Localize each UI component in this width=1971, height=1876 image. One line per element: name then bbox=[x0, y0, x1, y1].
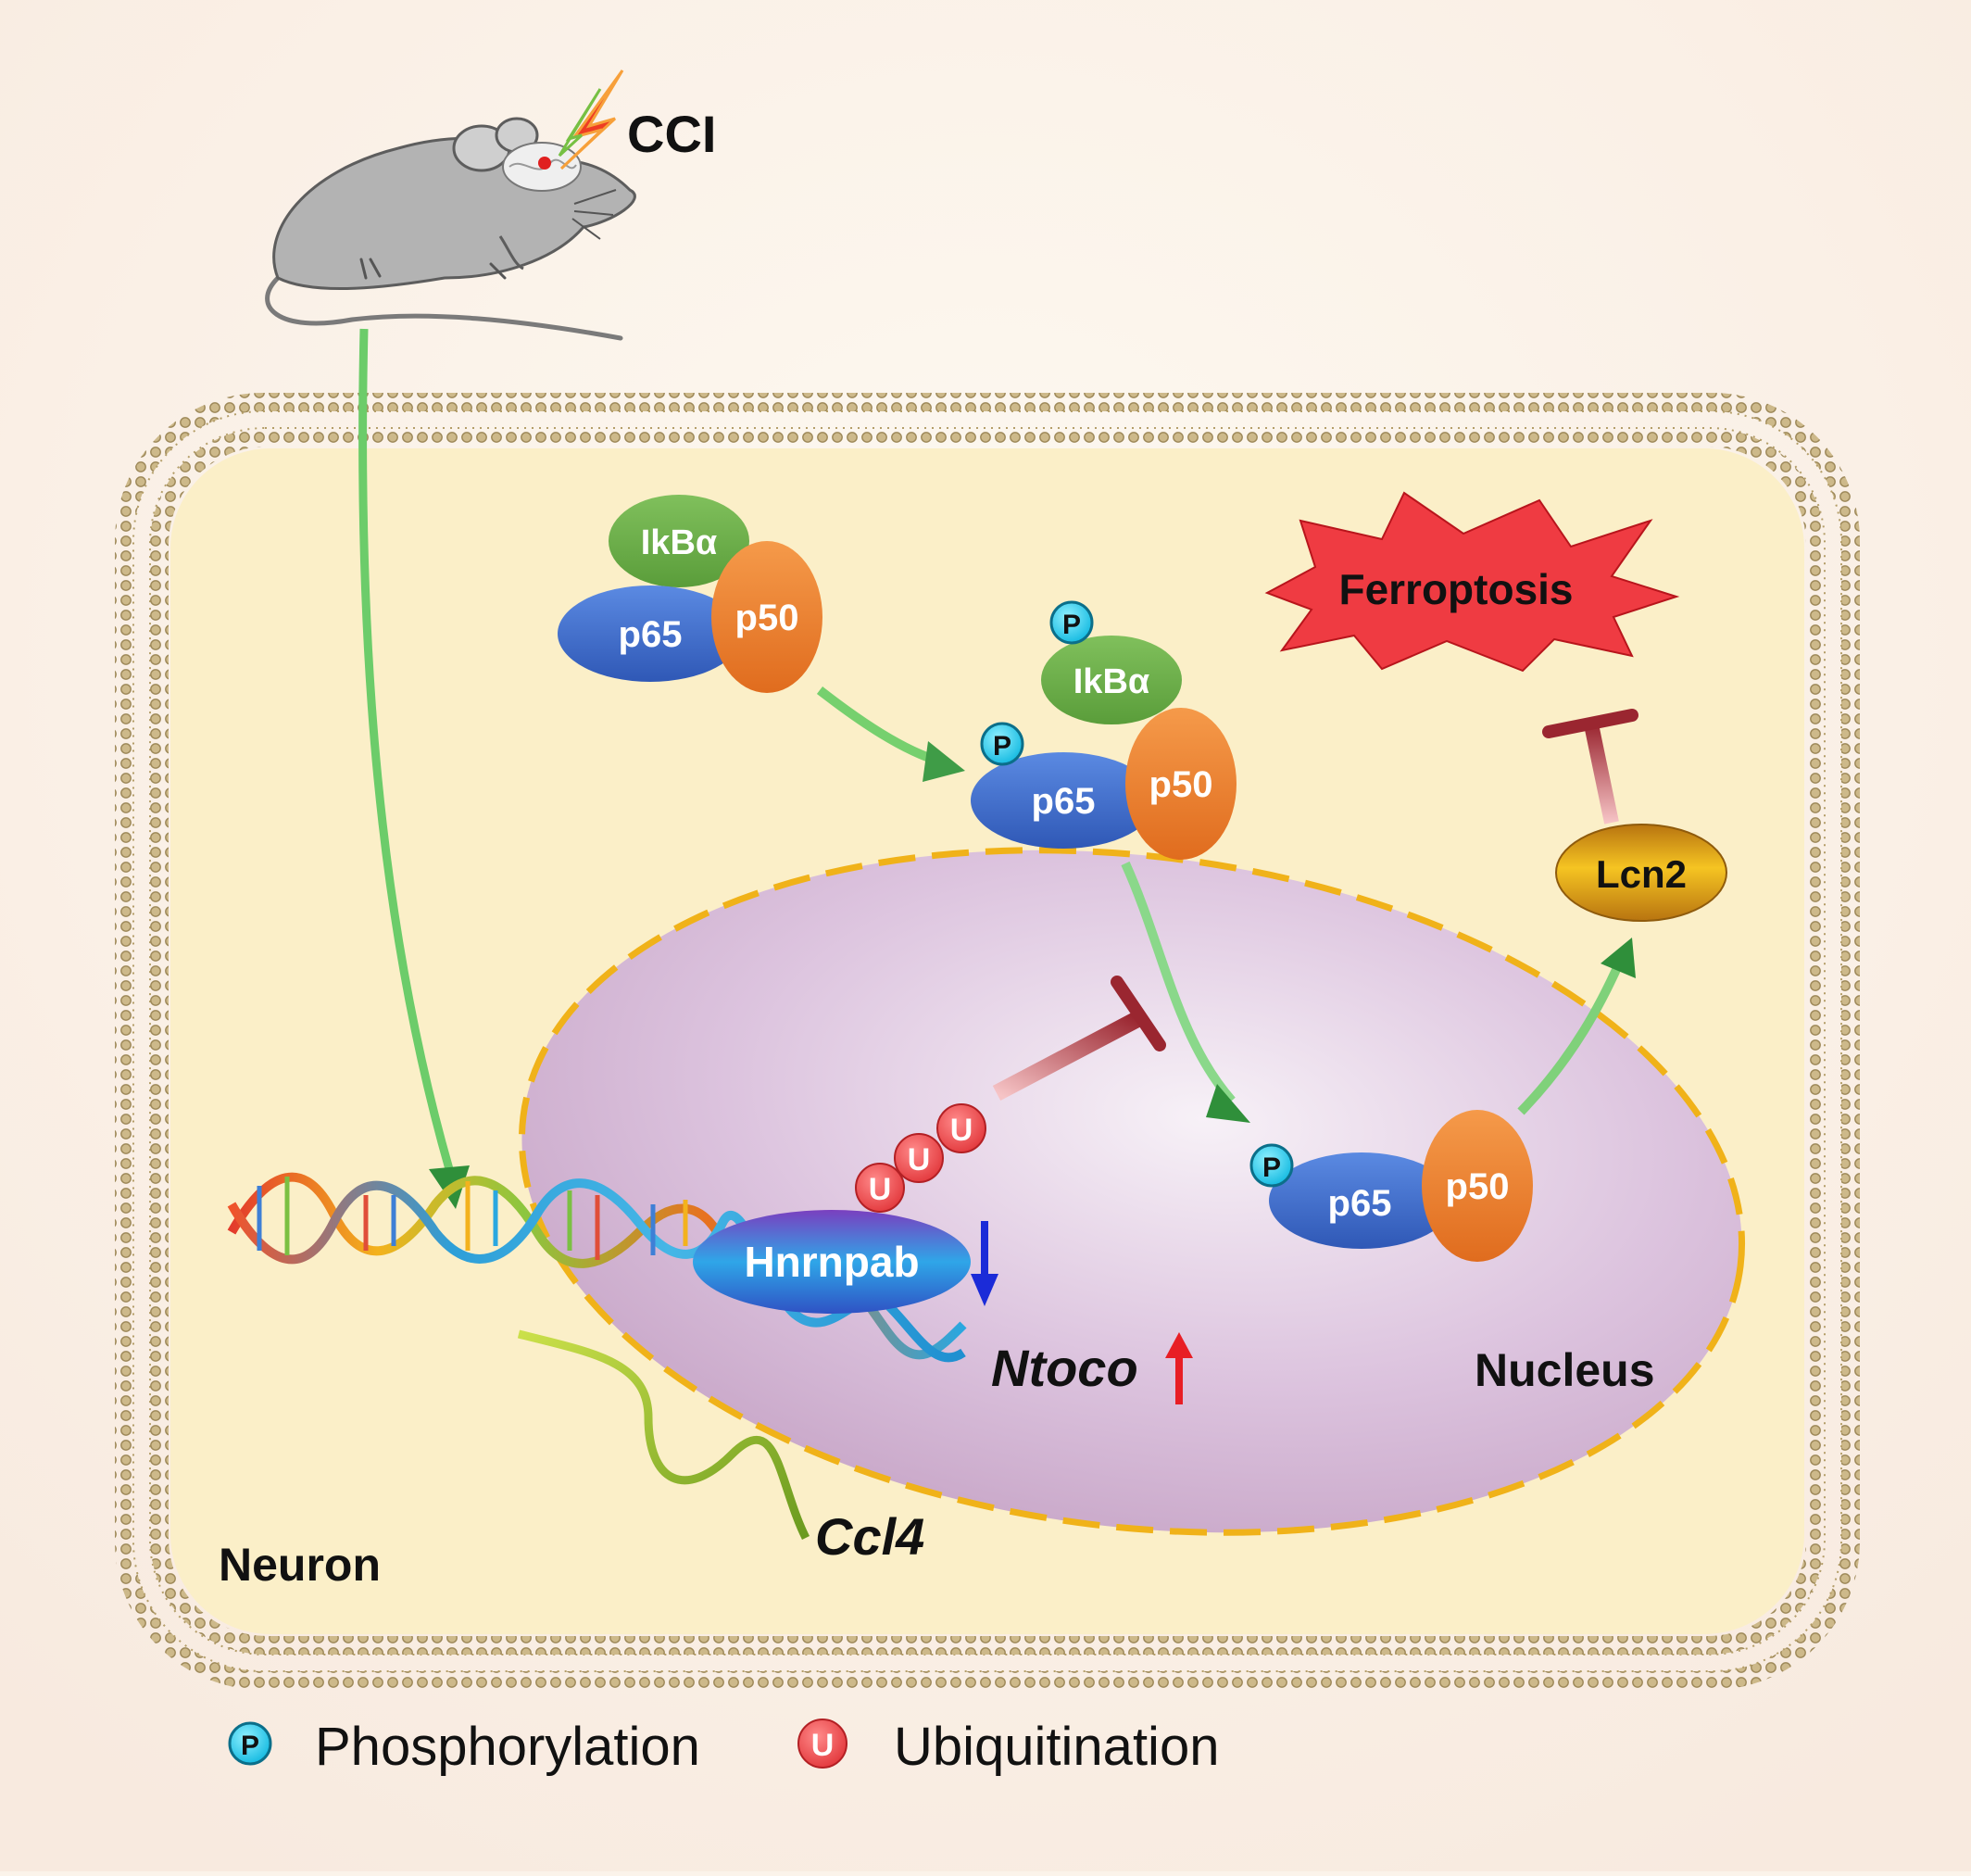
legend-ubiq-icon bbox=[797, 1719, 847, 1769]
p65-protein bbox=[1269, 1152, 1454, 1249]
nfkb-complex-inactive: IkBα p65 p50 bbox=[558, 495, 822, 693]
ubiquitin-chain: U U U bbox=[855, 1103, 986, 1213]
ferroptosis-label: Ferroptosis bbox=[1338, 565, 1573, 613]
ferroptosis-burst bbox=[1264, 491, 1680, 673]
ubiq-marker-label: U bbox=[869, 1172, 892, 1207]
lcn2-label: Lcn2 bbox=[1596, 852, 1687, 896]
p50-protein bbox=[1125, 708, 1237, 860]
lcn2-activation-arrow bbox=[1517, 961, 1624, 1115]
p50-label: p50 bbox=[1446, 1166, 1510, 1207]
nuclear-translocation-arrowhead bbox=[1206, 1084, 1250, 1123]
p65-label: p65 bbox=[1032, 781, 1096, 822]
ccl4-strand bbox=[517, 1329, 810, 1541]
p65-label: p65 bbox=[619, 614, 683, 655]
legend-phospho-symbol: P bbox=[241, 1731, 259, 1761]
hnrnpab-inhibition-bar bbox=[1111, 976, 1166, 1051]
hnrnpab-inhibition-line bbox=[992, 1012, 1142, 1101]
legend: P Phosphorylation U Ubiquitination bbox=[228, 1717, 1219, 1777]
ubiq-marker-label: U bbox=[950, 1113, 973, 1148]
ikba-protein bbox=[1041, 636, 1182, 724]
ikba-label: IkBα bbox=[1073, 662, 1150, 701]
cci-label: CCI bbox=[627, 105, 716, 163]
hnrnpab-protein bbox=[693, 1210, 971, 1314]
p50-label: p50 bbox=[735, 598, 799, 638]
ubiq-marker bbox=[894, 1133, 944, 1183]
ubiq-marker-label: U bbox=[908, 1142, 931, 1177]
p65-protein bbox=[558, 585, 743, 682]
ubiq-marker bbox=[936, 1103, 986, 1153]
p65-label: p65 bbox=[1328, 1183, 1392, 1224]
phospho-marker bbox=[1049, 600, 1094, 645]
hnrnpab-label: Hnrnpab bbox=[744, 1238, 919, 1286]
legend-phospho-icon bbox=[228, 1721, 272, 1766]
phospho-marker bbox=[980, 722, 1024, 766]
phospho-marker bbox=[1249, 1143, 1294, 1188]
hnrnpab-down-arrowhead bbox=[971, 1274, 998, 1306]
cci-to-dna-arrow bbox=[358, 328, 454, 1171]
p50-protein bbox=[1422, 1110, 1533, 1262]
lcn2-inhibition-bar bbox=[1542, 709, 1638, 738]
ntoco-up-arrowhead bbox=[1165, 1332, 1193, 1358]
legend-phospho-label: Phosphorylation bbox=[315, 1717, 700, 1777]
phospho-marker-label: P bbox=[1062, 610, 1081, 640]
ikba-label: IkBα bbox=[641, 523, 718, 562]
brain-icon bbox=[502, 142, 582, 192]
ikba-protein bbox=[609, 495, 749, 587]
nfkb-complex-phosphorylated: IkBα p65 p50 P P bbox=[971, 600, 1237, 860]
phosphorylation-arrowhead bbox=[923, 741, 965, 782]
nuclear-translocation-arrow bbox=[1121, 861, 1236, 1104]
nfkb-complex-nuclear: p65 p50 P bbox=[1249, 1110, 1533, 1262]
nucleus-label: Nucleus bbox=[1475, 1344, 1655, 1396]
p65-protein bbox=[971, 752, 1156, 849]
legend-ubiq-symbol: U bbox=[811, 1728, 835, 1763]
ubiq-marker bbox=[855, 1163, 905, 1213]
legend-ubiq-label: Ubiquitination bbox=[894, 1717, 1219, 1777]
phospho-marker-label: P bbox=[1262, 1152, 1281, 1183]
ccl4-label: Ccl4 bbox=[815, 1507, 924, 1566]
phospho-marker-label: P bbox=[993, 731, 1011, 762]
lightning-accent bbox=[558, 88, 602, 157]
p50-label: p50 bbox=[1149, 764, 1213, 805]
lcn2-activation-arrowhead bbox=[1601, 938, 1636, 978]
ntoco-label: Ntoco bbox=[991, 1339, 1138, 1397]
lcn2-inhibition-line bbox=[1584, 723, 1619, 825]
neuron-label: Neuron bbox=[219, 1539, 381, 1591]
cell-membrane bbox=[115, 393, 1860, 1690]
lcn2-protein bbox=[1555, 824, 1727, 922]
p50-protein bbox=[711, 541, 822, 693]
